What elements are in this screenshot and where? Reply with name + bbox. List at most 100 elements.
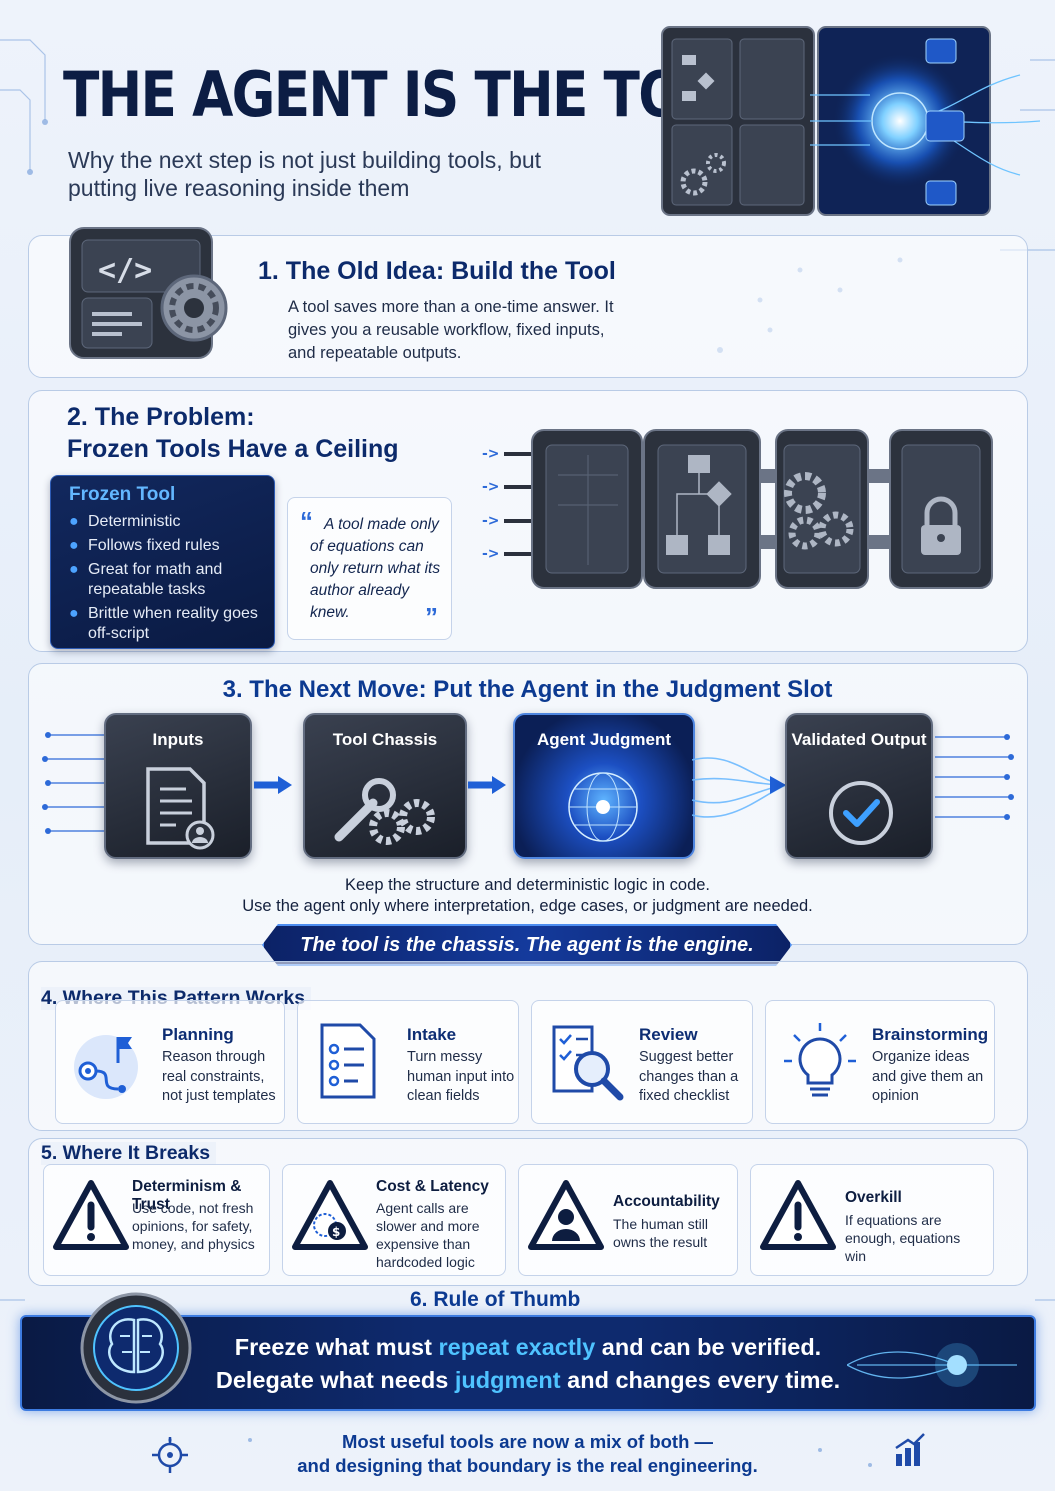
flow-validated-output: Validated Output bbox=[785, 713, 933, 859]
circuit-panel-icon bbox=[531, 429, 643, 589]
card-brainstorming-desc: Organize ideas and give them an opinion bbox=[872, 1049, 984, 1104]
card-accountability-title: Accountability bbox=[613, 1193, 720, 1210]
card-overkill-desc: If equations are enough, equations win bbox=[845, 1212, 961, 1264]
warning-person-icon bbox=[528, 1180, 604, 1250]
card-review: Review Suggest better changes than a fix… bbox=[531, 1000, 753, 1124]
flow-tool-chassis-label: Tool Chassis bbox=[332, 730, 438, 749]
card-cost-latency: $ Cost & Latency Agent calls are slower … bbox=[282, 1164, 506, 1276]
section6-heading: 6. Rule of Thumb bbox=[400, 1288, 591, 1312]
warning-icon bbox=[760, 1180, 836, 1250]
quote-text: A tool made only of equations can only r… bbox=[310, 516, 441, 621]
rule-line1: Freeze what must repeat exactly and can … bbox=[234, 1334, 822, 1360]
target-icon bbox=[152, 1437, 188, 1473]
section3-caption-line2: Use the agent only where interpretation,… bbox=[242, 897, 813, 915]
svg-text:->: -> bbox=[482, 546, 500, 562]
flow-validated-output-label: Validated Output bbox=[791, 730, 927, 749]
card-cost-latency-title: Cost & Latency bbox=[376, 1178, 489, 1195]
neural-globe-icon bbox=[568, 772, 638, 842]
flow-agent-judgment-label: Agent Judgment bbox=[536, 730, 672, 749]
list-item: ●Follows fixed rules bbox=[69, 537, 220, 554]
page-subtitle: Why the next step is not just building t… bbox=[68, 147, 542, 201]
highlight-judgment: judgment bbox=[454, 1367, 561, 1393]
list-item: ●Brittle when reality goes off-script bbox=[69, 605, 258, 642]
flow-arrow-1 bbox=[254, 776, 292, 794]
flow-arrow-2 bbox=[468, 776, 506, 794]
energy-stream-icon bbox=[847, 1343, 1017, 1387]
quote-open-icon: “ bbox=[300, 506, 313, 536]
agent-panel-illustration-icon bbox=[661, 26, 1041, 216]
section2-heading-line1: 2. The Problem: bbox=[67, 403, 255, 431]
card-intake-desc: Turn messy human input into clean fields bbox=[407, 1049, 515, 1104]
warning-icon bbox=[53, 1180, 129, 1250]
flow-tool-chassis: Tool Chassis bbox=[303, 713, 467, 859]
flowchart-icon bbox=[643, 429, 761, 589]
input-traces bbox=[42, 732, 106, 834]
highlight-repeat-exactly: repeat exactly bbox=[438, 1334, 596, 1360]
frozen-tool-list: ●Deterministic ●Follows fixed rules ●Gre… bbox=[69, 512, 269, 644]
svg-text:->: -> bbox=[482, 479, 500, 495]
page-title: THE AGENT IS THE TOOL bbox=[63, 58, 759, 131]
magnifier-checklist-icon bbox=[552, 1025, 624, 1101]
output-traces bbox=[935, 734, 1014, 820]
bar-growth-icon bbox=[895, 1433, 925, 1466]
card-cost-latency-desc: Agent calls are slower and more expensiv… bbox=[376, 1200, 480, 1270]
rule-text: Freeze what must repeat exactly and can … bbox=[22, 1331, 1034, 1397]
frozen-tool-title: Frozen Tool bbox=[69, 484, 176, 505]
code-gear-icon: </> bbox=[69, 227, 228, 359]
section3-heading: 3. The Next Move: Put the Agent in the J… bbox=[222, 676, 833, 703]
document-user-icon bbox=[146, 767, 215, 850]
section1-heading: 1. The Old Idea: Build the Tool bbox=[258, 257, 616, 285]
flow-inputs-label: Inputs bbox=[152, 730, 204, 749]
card-brainstorming-title: Brainstorming bbox=[872, 1025, 989, 1044]
chassis-engine-banner: The tool is the chassis. The agent is th… bbox=[262, 924, 792, 966]
flow-inputs: Inputs bbox=[104, 713, 252, 859]
card-accountability: Accountability The human still owns the … bbox=[518, 1164, 738, 1276]
svg-text:</>: </> bbox=[98, 253, 152, 288]
section3-caption-line1: Keep the structure and deterministic log… bbox=[344, 876, 711, 894]
footer-text: Most useful tools are now a mix of both … bbox=[0, 1430, 1055, 1478]
card-brainstorming: Brainstorming Organize ideas and give th… bbox=[765, 1000, 995, 1124]
list-item: ●Great for math and repeatable tasks bbox=[69, 561, 223, 598]
card-review-title: Review bbox=[639, 1025, 698, 1044]
wrench-gears-icon bbox=[334, 778, 435, 845]
list-item: ●Deterministic bbox=[69, 513, 181, 530]
section1-body: A tool saves more than a one-time answer… bbox=[288, 298, 614, 362]
card-intake-title: Intake bbox=[407, 1025, 457, 1044]
section2-heading: 2. The Problem: Frozen Tools Have a Ceil… bbox=[67, 401, 399, 465]
quote-close-icon: ” bbox=[425, 602, 438, 632]
card-planning: Planning Reason through real constraints… bbox=[55, 1000, 285, 1124]
section3-caption: Keep the structure and deterministic log… bbox=[0, 875, 1055, 917]
card-accountability-desc: The human still owns the result bbox=[613, 1216, 708, 1250]
svg-text:->: -> bbox=[482, 513, 500, 529]
card-overkill: Overkill If equations are enough, equati… bbox=[750, 1164, 994, 1276]
card-review-desc: Suggest better changes than a fixed chec… bbox=[639, 1049, 739, 1104]
agent-output-streams bbox=[692, 757, 787, 818]
banner-text: The tool is the chassis. The agent is th… bbox=[300, 934, 754, 956]
card-planning-desc: Reason through real constraints, not jus… bbox=[162, 1049, 276, 1104]
card-intake: Intake Turn messy human input into clean… bbox=[297, 1000, 519, 1124]
section2-heading-line2: Frozen Tools Have a Ceiling bbox=[67, 435, 399, 463]
card-determinism: Determinism & Trust Use code, not fresh … bbox=[43, 1164, 270, 1276]
lightbulb-icon bbox=[784, 1023, 856, 1097]
section5-heading: 5. Where It Breaks bbox=[41, 1142, 217, 1165]
frozen-tool-box: Frozen Tool ●Deterministic ●Follows fixe… bbox=[50, 475, 275, 649]
warning-dollar-icon: $ bbox=[292, 1180, 368, 1250]
footer-line2: and designing that boundary is the real … bbox=[297, 1455, 758, 1476]
card-determinism-title: Determinism & Trust bbox=[132, 1178, 242, 1213]
card-determinism-desc: Use code, not fresh opinions, for safety… bbox=[132, 1200, 255, 1252]
card-overkill-title: Overkill bbox=[845, 1189, 902, 1206]
svg-text:$: $ bbox=[332, 1225, 340, 1239]
flow-agent-judgment: Agent Judgment bbox=[513, 713, 695, 859]
rule-of-thumb-banner: Freeze what must repeat exactly and can … bbox=[20, 1315, 1036, 1411]
brain-chip-icon bbox=[80, 1292, 192, 1404]
check-circle-icon bbox=[829, 781, 893, 845]
rule-line2: Delegate what needs judgment and changes… bbox=[215, 1367, 841, 1393]
route-flag-icon bbox=[74, 1035, 138, 1099]
gears-icon bbox=[775, 429, 869, 589]
quote-box: “ A tool made only of equations can only… bbox=[287, 497, 452, 640]
lock-icon bbox=[889, 429, 993, 589]
footer-line1: Most useful tools are now a mix of both … bbox=[341, 1431, 714, 1452]
card-planning-title: Planning bbox=[162, 1025, 234, 1044]
frozen-pipeline: ->->->-> bbox=[482, 429, 993, 589]
form-list-icon bbox=[320, 1023, 376, 1099]
